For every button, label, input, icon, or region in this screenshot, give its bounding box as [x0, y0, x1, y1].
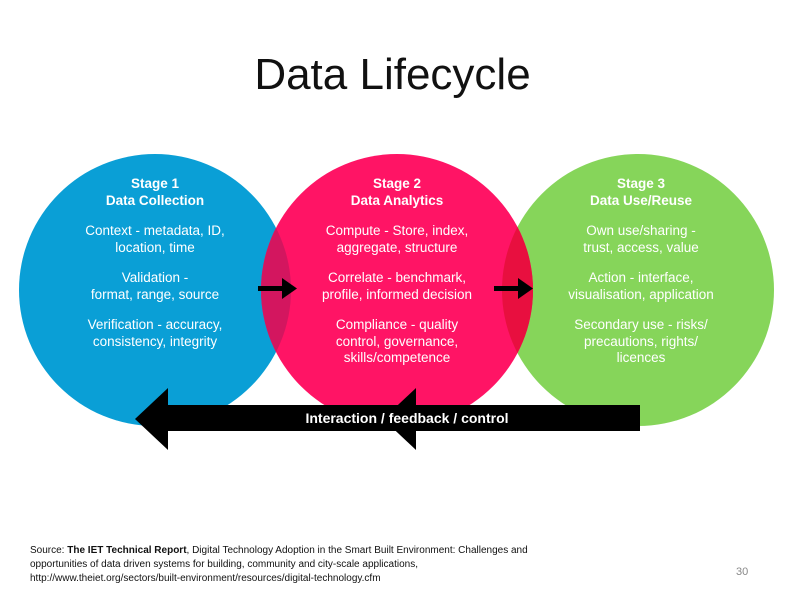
stage-1-circle: [19, 154, 291, 426]
stage-3-item: Own use/sharing -trust, access, value: [583, 223, 699, 255]
feedback-label: Interaction / feedback / control: [305, 410, 509, 426]
arrow-stage2-to-stage3: [494, 278, 533, 299]
stage-1-item: Verification - accuracy,consistency, int…: [87, 317, 223, 349]
stage-3-label: Stage 3: [616, 176, 666, 191]
stage-3-name: Data Use/Reuse: [589, 192, 693, 208]
stage-2-item: Correlate - benchmark,profile, informed …: [321, 270, 473, 302]
stage-3-item: Secondary use - risks/precautions, right…: [574, 317, 708, 365]
stage-1-item: Context - metadata, ID,location, time: [85, 223, 225, 255]
slide-title: Data Lifecycle: [254, 50, 531, 99]
stage-1-name: Data Collection: [105, 192, 205, 208]
source-citation: Source: The IET Technical Report, Digita…: [30, 545, 528, 584]
arrow-stage1-to-stage2: [258, 278, 297, 299]
stage-1-item: Validation -format, range, source: [90, 270, 220, 302]
stage-2-name: Data Analytics: [350, 192, 444, 208]
stage-2-item: Compute - Store, index,aggregate, struct…: [325, 223, 469, 255]
source-url[interactable]: http://www.theiet.org/sectors/built-envi…: [30, 573, 381, 584]
stage-2-text: Stage 2 Data Analytics Compute - Store, …: [297, 176, 497, 367]
feedback-arrow: [135, 388, 640, 450]
stage-1-text: Stage 1 Data Collection Context - metada…: [55, 176, 255, 350]
stage-3-item: Action - interface,visualisation, applic…: [568, 270, 714, 302]
stage-2-circle: [261, 154, 533, 426]
stage-3-text: Stage 3 Data Use/Reuse Own use/sharing -…: [541, 176, 741, 367]
page-number: 30: [736, 566, 749, 578]
stage-1-label: Stage 1: [130, 176, 180, 191]
stage-3-circle: [502, 154, 774, 426]
stage-2-label: Stage 2: [372, 176, 422, 191]
report-title: The IET Technical Report: [67, 545, 187, 556]
